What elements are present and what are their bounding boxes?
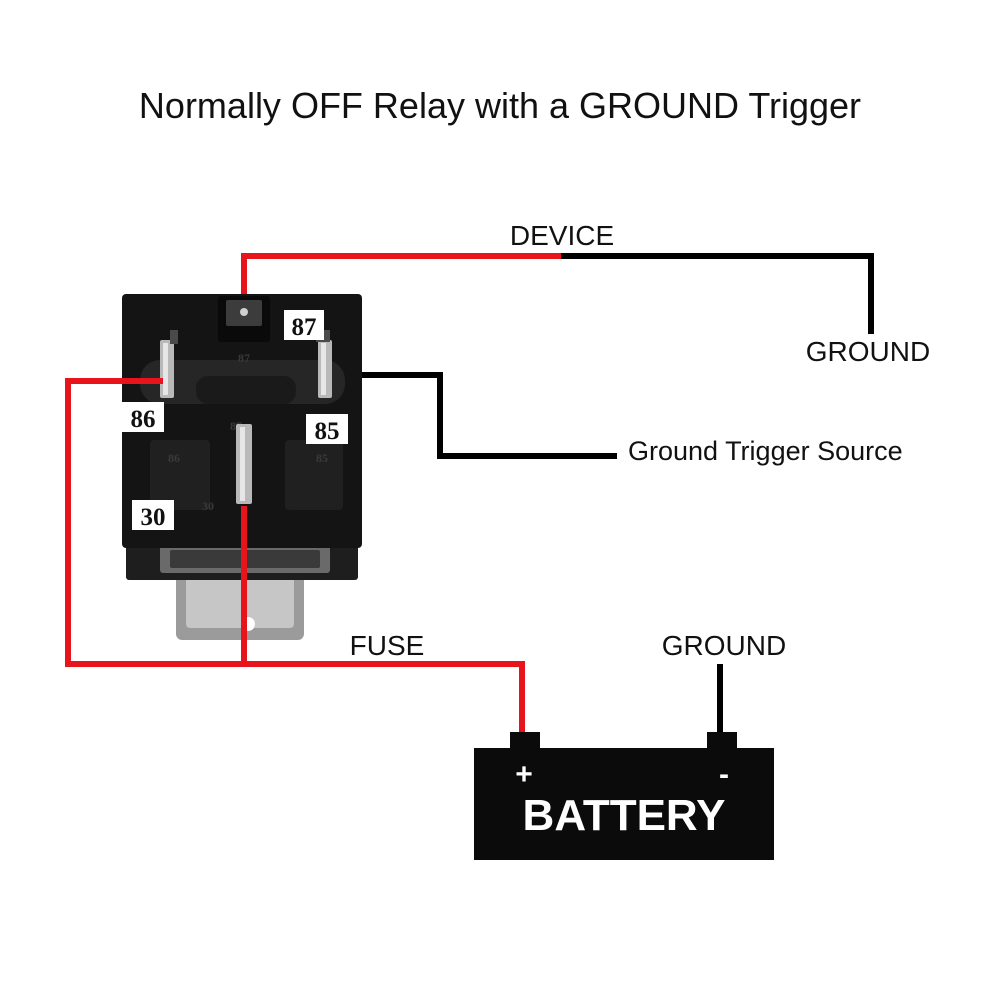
diagram-title: Normally OFF Relay with a GROUND Trigger — [139, 85, 861, 126]
ground-trigger-source-label: Ground Trigger Source — [628, 436, 903, 466]
battery-positive-sign: + — [515, 758, 533, 791]
pin-30-emboss: 30 — [202, 499, 214, 513]
pin-85-emboss: 85 — [316, 451, 328, 465]
wire-87-to-device — [241, 253, 563, 300]
battery: + - BATTERY — [474, 732, 774, 860]
pin-85-label-box — [306, 414, 348, 444]
pin-30-label: 30 — [141, 504, 166, 531]
pin-86-emboss: 86 — [168, 451, 180, 465]
wire-85-to-trigger-source — [325, 372, 617, 459]
pin-86-label-box — [122, 402, 164, 432]
pin-86-label: 86 — [131, 406, 156, 433]
pin-87-label: 87 — [292, 314, 317, 341]
ground-label-battery: GROUND — [662, 630, 786, 661]
wire-86-to-battery-positive — [65, 378, 525, 738]
wire-device-to-ground — [561, 253, 874, 334]
battery-positive-terminal — [510, 732, 540, 750]
pin-30-label-box — [132, 500, 174, 530]
battery-negative-sign: - — [719, 758, 729, 791]
fuse-label: FUSE — [350, 630, 425, 661]
pin-87-emboss: 87 — [238, 351, 250, 365]
battery-negative-terminal — [707, 732, 737, 750]
pin-87-label-box — [284, 310, 324, 340]
pin-85-label: 85 — [315, 418, 340, 445]
ground-label-device: GROUND — [806, 336, 930, 367]
battery-body — [474, 748, 774, 860]
battery-label: BATTERY — [523, 791, 726, 840]
device-label: DEVICE — [510, 220, 614, 251]
